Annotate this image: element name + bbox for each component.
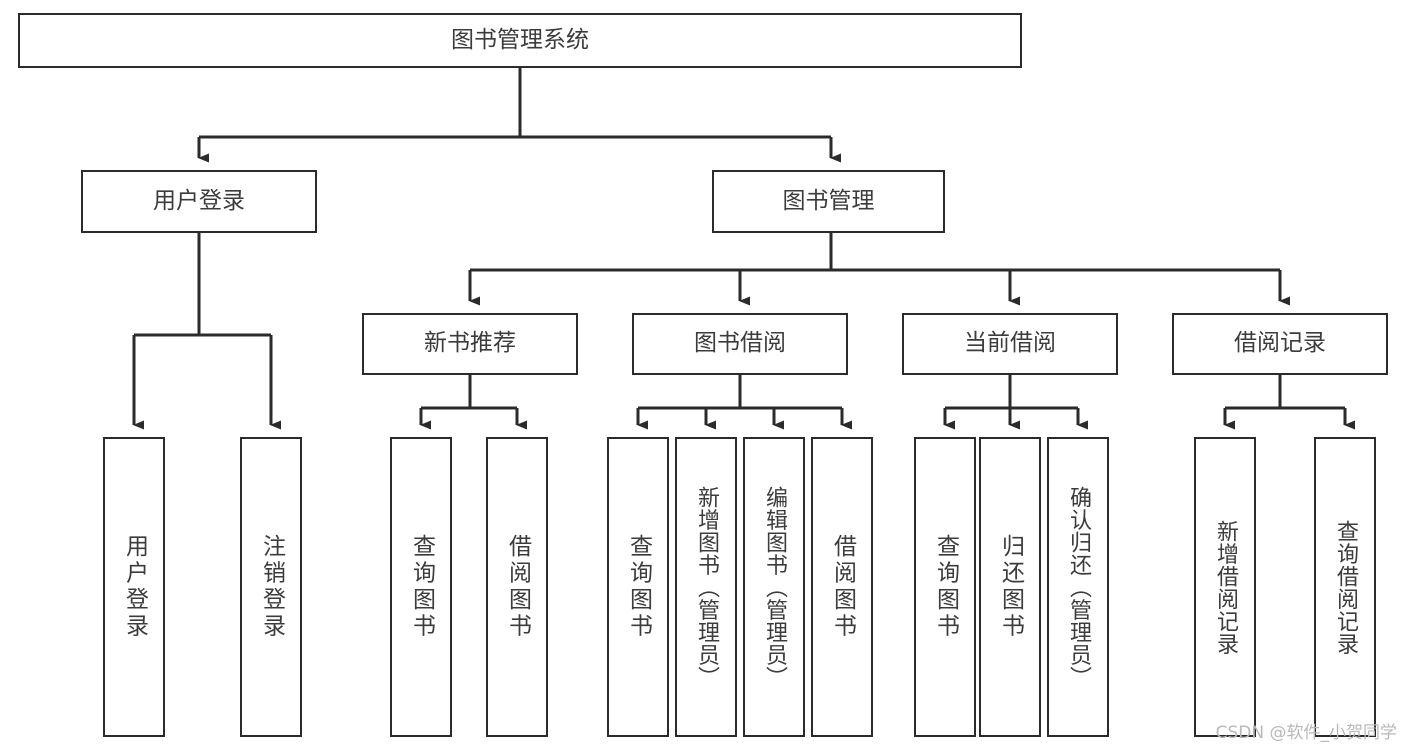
node-label: 新增借阅记录 bbox=[1213, 519, 1238, 655]
leaf-current-query-book[interactable]: 查询图书 bbox=[914, 437, 976, 737]
leaf-borrow-add-book-admin[interactable]: 新增图书（管理员） bbox=[675, 437, 737, 737]
node-current-borrow[interactable]: 当前借阅 bbox=[902, 313, 1118, 375]
node-label: 图书管理 bbox=[782, 187, 875, 214]
node-label: 编辑图书（管理员） bbox=[762, 485, 787, 689]
node-label: 查询图书 bbox=[625, 534, 652, 640]
leaf-current-return-book[interactable]: 归还图书 bbox=[979, 437, 1041, 737]
node-label: 图书管理系统 bbox=[451, 26, 589, 53]
node-label: 当前借阅 bbox=[964, 330, 1056, 357]
node-label: 图书借阅 bbox=[694, 330, 786, 357]
csdn-watermark: CSDN @软件_小贺同学 bbox=[1215, 723, 1397, 743]
leaf-record-query-record[interactable]: 查询借阅记录 bbox=[1314, 437, 1376, 737]
node-label: 新书推荐 bbox=[424, 330, 516, 357]
leaf-record-add-record[interactable]: 新增借阅记录 bbox=[1194, 437, 1256, 737]
node-new-book-recommend[interactable]: 新书推荐 bbox=[362, 313, 578, 375]
node-root-system[interactable]: 图书管理系统 bbox=[18, 13, 1022, 68]
leaf-user-login-logout[interactable]: 注销登录 bbox=[240, 437, 302, 737]
node-label: 查询图书 bbox=[408, 534, 435, 640]
leaf-recommend-borrow-book[interactable]: 借阅图书 bbox=[486, 437, 548, 737]
node-book-management[interactable]: 图书管理 bbox=[712, 170, 945, 233]
node-label: 确认归还（管理员） bbox=[1066, 485, 1091, 689]
node-label: 用户登录 bbox=[121, 534, 148, 640]
node-borrow-record[interactable]: 借阅记录 bbox=[1172, 313, 1388, 375]
leaf-borrow-borrow-book[interactable]: 借阅图书 bbox=[811, 437, 873, 737]
node-label: 借阅图书 bbox=[504, 534, 531, 640]
leaf-user-login-login[interactable]: 用户登录 bbox=[103, 437, 165, 737]
node-label: 借阅图书 bbox=[829, 534, 856, 640]
node-label: 用户登录 bbox=[153, 187, 245, 214]
leaf-current-confirm-return-admin[interactable]: 确认归还（管理员） bbox=[1047, 437, 1109, 737]
node-label: 注销登录 bbox=[258, 534, 285, 640]
node-label: 查询借阅记录 bbox=[1333, 519, 1358, 655]
node-book-borrow[interactable]: 图书借阅 bbox=[632, 313, 848, 375]
leaf-borrow-query-book[interactable]: 查询图书 bbox=[607, 437, 669, 737]
node-label: 借阅记录 bbox=[1234, 330, 1326, 357]
leaf-borrow-edit-book-admin[interactable]: 编辑图书（管理员） bbox=[743, 437, 805, 737]
node-user-login[interactable]: 用户登录 bbox=[81, 170, 317, 233]
node-label: 新增图书（管理员） bbox=[694, 485, 719, 689]
node-label: 查询图书 bbox=[932, 534, 959, 640]
node-label: 归还图书 bbox=[997, 534, 1024, 640]
leaf-recommend-query-book[interactable]: 查询图书 bbox=[390, 437, 452, 737]
